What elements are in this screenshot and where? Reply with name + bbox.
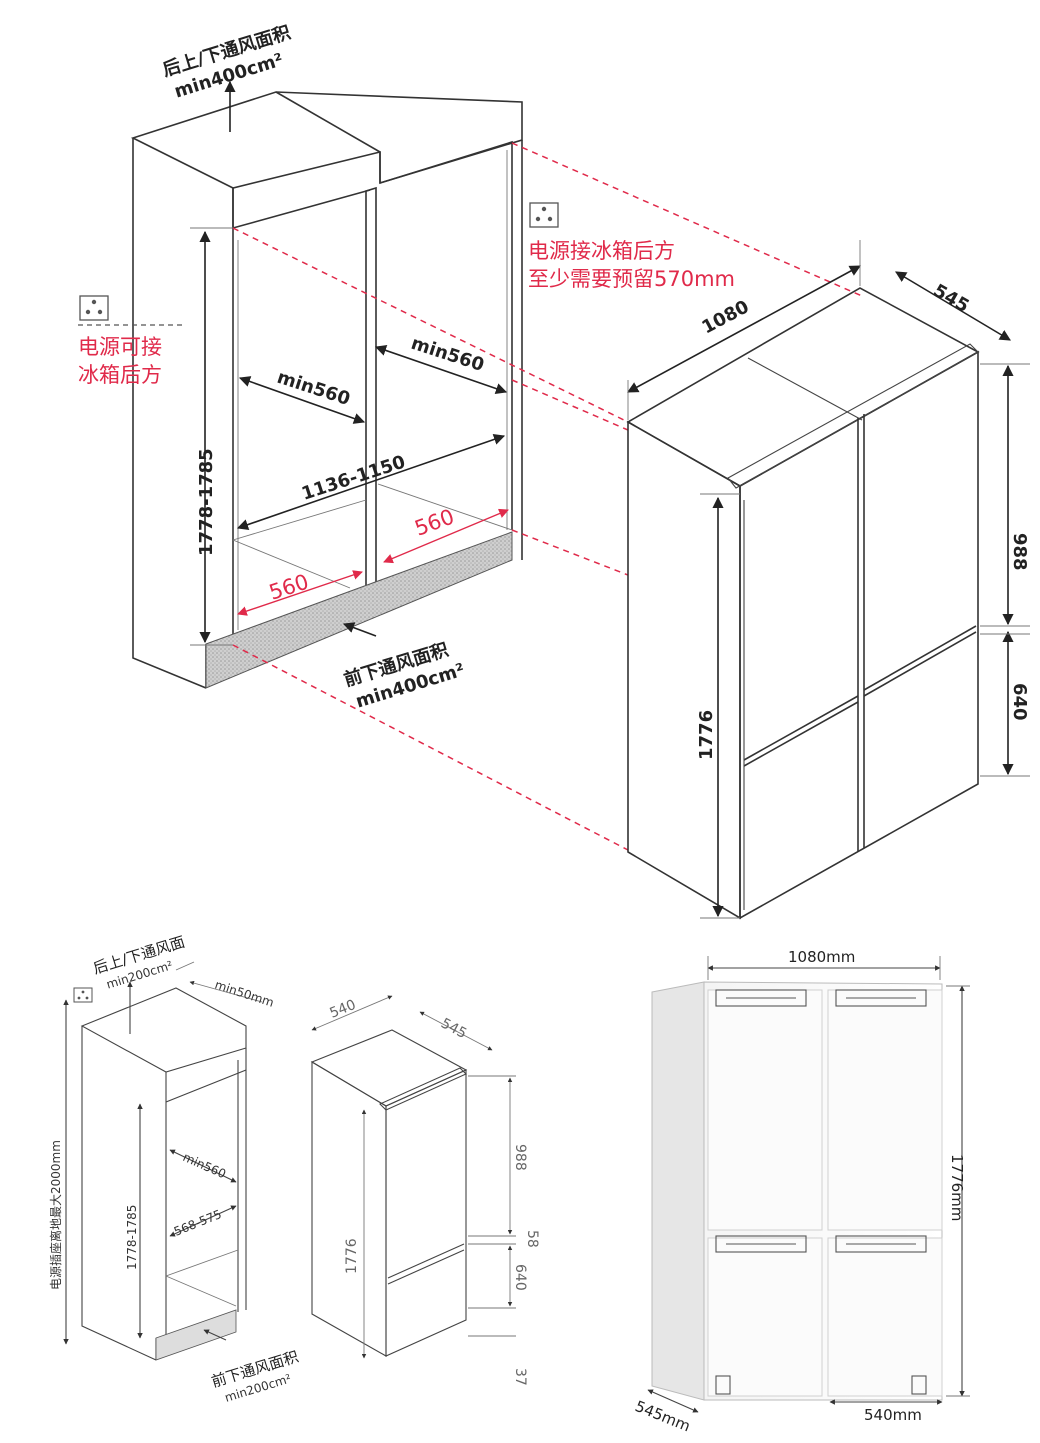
front-vent-label: 前下通风面积 min400cm²	[341, 638, 467, 712]
bl-gap-label: min50mm	[213, 978, 276, 1010]
br-height-label: 1776mm	[948, 1154, 966, 1221]
bl-width-arrow	[169, 1205, 237, 1237]
unit-height-label: 1776	[696, 710, 717, 760]
bottom-depth-left-label: 560	[266, 570, 312, 605]
br-single-width-label: 540mm	[864, 1406, 922, 1424]
bm-fridge	[310, 1029, 468, 1357]
unit-depth-label: 545	[930, 280, 973, 317]
top-fridge	[626, 287, 980, 920]
bl-socket-icon	[73, 987, 93, 1003]
bm-height-label: 1776	[344, 1238, 360, 1274]
br-depth-label: 545mm	[633, 1397, 693, 1435]
bm-lower-label: 640	[512, 1264, 528, 1291]
bl-front-vent-arrow	[203, 1329, 227, 1341]
bl-width-label: 568-575	[172, 1207, 224, 1239]
bm-width-label: 540	[328, 997, 359, 1022]
bl-depth-arrow	[169, 1149, 237, 1183]
br-width-label: 1080mm	[788, 948, 855, 966]
left-socket-label-2: 冰箱后方	[78, 363, 162, 387]
right-socket-label-2: 至少需要预留570mm	[528, 267, 735, 291]
unit-width-arrow	[627, 265, 861, 393]
projection-lines	[232, 142, 863, 851]
bl-socket-height-label: 电源插座离地最大2000mm	[48, 1140, 63, 1290]
unit-upper-label: 988	[1009, 533, 1030, 571]
depth-right-arrow	[374, 345, 508, 394]
niche-width-label: 1136-1150	[299, 452, 408, 505]
bm-width-arrow	[311, 995, 393, 1031]
bm-gap-label: 58	[524, 1230, 540, 1248]
depth-left-arrow	[238, 376, 366, 424]
niche-height-label: 1778-1785	[196, 448, 217, 556]
bm-upper-label: 988	[512, 1144, 528, 1171]
bl-depth-label: min560	[181, 1150, 228, 1181]
front-vent-arrow	[342, 622, 377, 637]
bl-front-vent-label: 前下通风面积 min200cm²	[209, 1347, 300, 1404]
left-socket-icon	[78, 295, 186, 326]
niche-width-arrow	[236, 434, 506, 530]
br-fridge-photo	[651, 981, 943, 1401]
bl-vent-label: 后上/下通风面 min200cm²	[91, 933, 187, 992]
unit-depth-arrow	[895, 271, 1011, 341]
br-depth-arrow	[647, 1389, 699, 1413]
right-socket-label-1: 电源接冰箱后方	[528, 239, 675, 263]
unit-width-label: 1080	[698, 296, 752, 338]
bottom-depth-left-arrow	[237, 570, 363, 616]
bottom-depth-right-arrow	[383, 508, 509, 564]
bottom-depth-right-label: 560	[412, 504, 458, 540]
left-socket-label-1: 电源可接	[78, 335, 162, 359]
right-socket-icon	[529, 202, 559, 228]
bm-base-label: 37	[512, 1368, 528, 1386]
depth-right-label: min560	[408, 333, 486, 376]
bm-depth-arrow	[419, 1011, 493, 1051]
bm-depth-label: 545	[438, 1015, 469, 1042]
unit-lower-label: 640	[1009, 683, 1030, 721]
bl-niche-height-label: 1778-1785	[125, 1205, 139, 1270]
bl-cabinet	[80, 987, 247, 1361]
